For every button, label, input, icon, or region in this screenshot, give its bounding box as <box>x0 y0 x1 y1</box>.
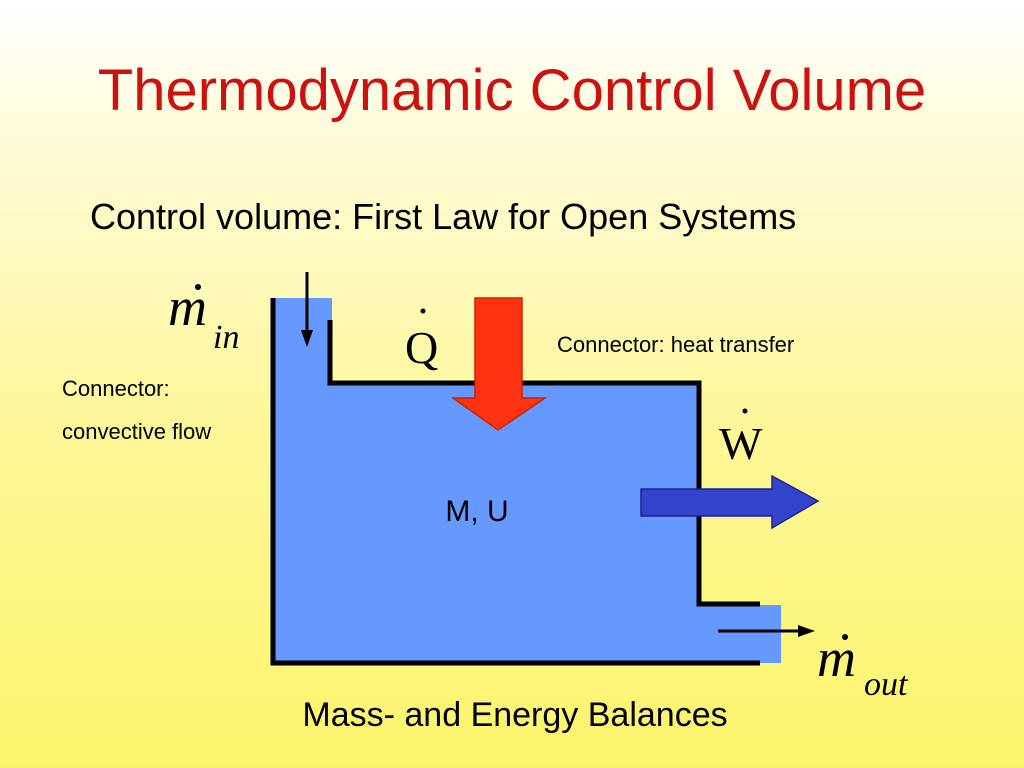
mass-flow-in-symbol: m in <box>168 277 239 356</box>
svg-text:in: in <box>213 319 239 356</box>
slide-subtitle: Control volume: First Law for Open Syste… <box>90 196 797 237</box>
heat-symbol: Q <box>405 308 438 373</box>
svg-text:Q: Q <box>405 322 438 373</box>
control-volume-fill <box>273 298 781 663</box>
inflow-arrow <box>301 272 313 347</box>
svg-text:out: out <box>864 666 909 703</box>
control-volume-wall <box>270 298 760 666</box>
heat-arrow <box>450 297 548 431</box>
work-symbol: W <box>719 408 763 469</box>
state-label: M, U <box>445 495 508 528</box>
svg-text:W: W <box>719 418 763 469</box>
slide-caption: Mass- and Energy Balances <box>302 696 728 734</box>
outflow-arrow <box>718 625 815 637</box>
mass-flow-out-symbol: m out <box>817 628 909 703</box>
slide-title: Thermodynamic Control Volume <box>97 58 927 123</box>
convective-connector-label-line2: convective flow <box>62 419 211 444</box>
convective-connector-label-line1: Connector: <box>62 376 170 401</box>
heat-connector-label: Connector: heat transfer <box>557 332 794 357</box>
svg-text:m: m <box>168 277 207 337</box>
control-volume-upper-wall <box>327 320 760 607</box>
work-arrow <box>640 474 820 530</box>
svg-text:m: m <box>817 628 856 688</box>
